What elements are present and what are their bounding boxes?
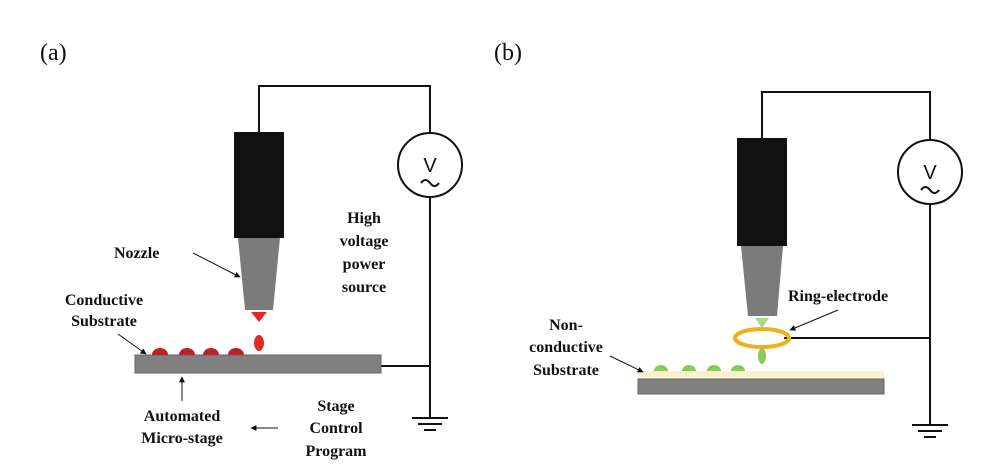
svg-text:Program: Program [305,443,367,460]
svg-text:Non-: Non- [549,317,583,334]
svg-text:Substrate: Substrate [533,362,599,379]
wire-top-a [258,85,431,133]
svg-text:High: High [347,210,381,227]
nozzle-icon [737,138,787,328]
conductive-substrate [134,354,382,374]
ground-icon [412,417,448,431]
panel-b-tag: (b) [494,40,522,66]
voltmeter-icon: V [897,139,963,205]
deposited-droplets-b [654,365,745,371]
label-conductive-substrate: Conductive Substrate [65,292,143,330]
nozzle-meniscus [251,312,267,322]
nozzle-meniscus [755,318,769,328]
svg-text:Micro-stage: Micro-stage [141,430,222,447]
falling-droplet [254,335,264,351]
panel-b: (b) V [494,40,963,438]
svg-text:Control: Control [309,420,363,437]
arrow-substrate-b [609,355,644,373]
panel-a-tag: (a) [40,40,67,66]
voltmeter-label: V [923,162,937,184]
label-power-source: High voltage power source [340,210,389,296]
ring-electrode [733,327,791,349]
voltmeter-label: V [423,155,437,177]
wire-top-b [761,91,931,140]
svg-text:power: power [343,256,386,273]
arrow-ring [789,309,839,331]
svg-text:conductive: conductive [529,339,603,356]
nozzle-icon [234,132,284,322]
arrow-nozzle [192,252,241,278]
svg-text:Conductive: Conductive [65,292,143,309]
svg-text:Automated: Automated [144,408,221,425]
non-conductive-substrate [637,378,885,395]
label-stage-control: Stage Control Program [305,398,367,460]
label-automated-stage: Automated Micro-stage [141,408,222,447]
label-non-conductive-substrate: Non- conductive Substrate [529,317,603,379]
panel-a: (a) V [40,40,463,460]
svg-text:voltage: voltage [340,233,389,250]
non-conductive-layer [638,371,884,379]
arrow-substrate-a [117,333,147,355]
falling-droplet [758,348,766,364]
label-nozzle: Nozzle [114,245,159,262]
label-ring-electrode: Ring-electrode [788,288,888,305]
svg-text:Substrate: Substrate [71,313,137,330]
svg-text:Stage: Stage [317,398,354,415]
ground-icon [912,424,948,438]
voltmeter-icon: V [397,132,463,198]
deposited-droplets-a [152,348,244,355]
svg-text:source: source [342,279,386,296]
